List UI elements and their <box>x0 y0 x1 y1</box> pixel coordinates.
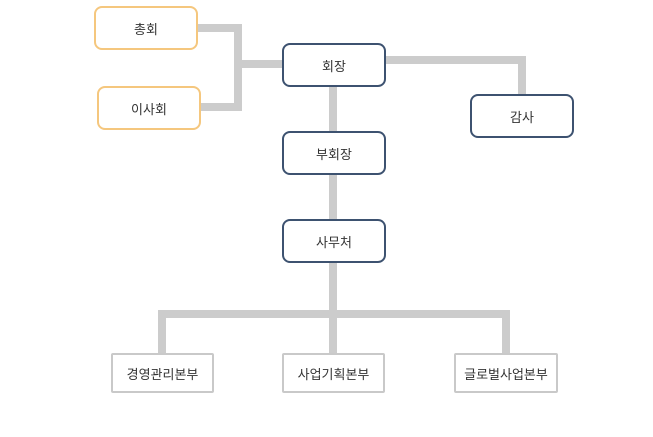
node-board: 이사회 <box>97 86 201 130</box>
node-business-planning-division: 사업기획본부 <box>282 353 385 393</box>
node-general-assembly: 총회 <box>94 6 198 50</box>
connector-auditor <box>386 56 526 94</box>
connector-board <box>201 64 242 111</box>
node-auditor: 감사 <box>470 94 574 138</box>
node-chairman: 회장 <box>282 43 386 87</box>
node-management-division: 경영관리본부 <box>111 353 214 393</box>
node-management-division-label: 경영관리본부 <box>126 367 199 383</box>
node-global-business-division: 글로벌사업본부 <box>454 353 558 393</box>
connector-general-assembly <box>198 24 242 64</box>
node-board-label: 이사회 <box>131 102 167 118</box>
node-global-business-division-label: 글로벌사업본부 <box>464 367 548 383</box>
node-chairman-label: 회장 <box>322 59 346 75</box>
node-secretariat-label: 사무처 <box>316 235 352 251</box>
node-secretariat: 사무처 <box>282 219 386 263</box>
node-vice-chairman: 부회장 <box>282 131 386 175</box>
node-auditor-label: 감사 <box>510 110 534 126</box>
node-general-assembly-label: 총회 <box>134 22 158 38</box>
node-business-planning-division-label: 사업기획본부 <box>297 367 370 383</box>
node-vice-chairman-label: 부회장 <box>316 147 352 163</box>
